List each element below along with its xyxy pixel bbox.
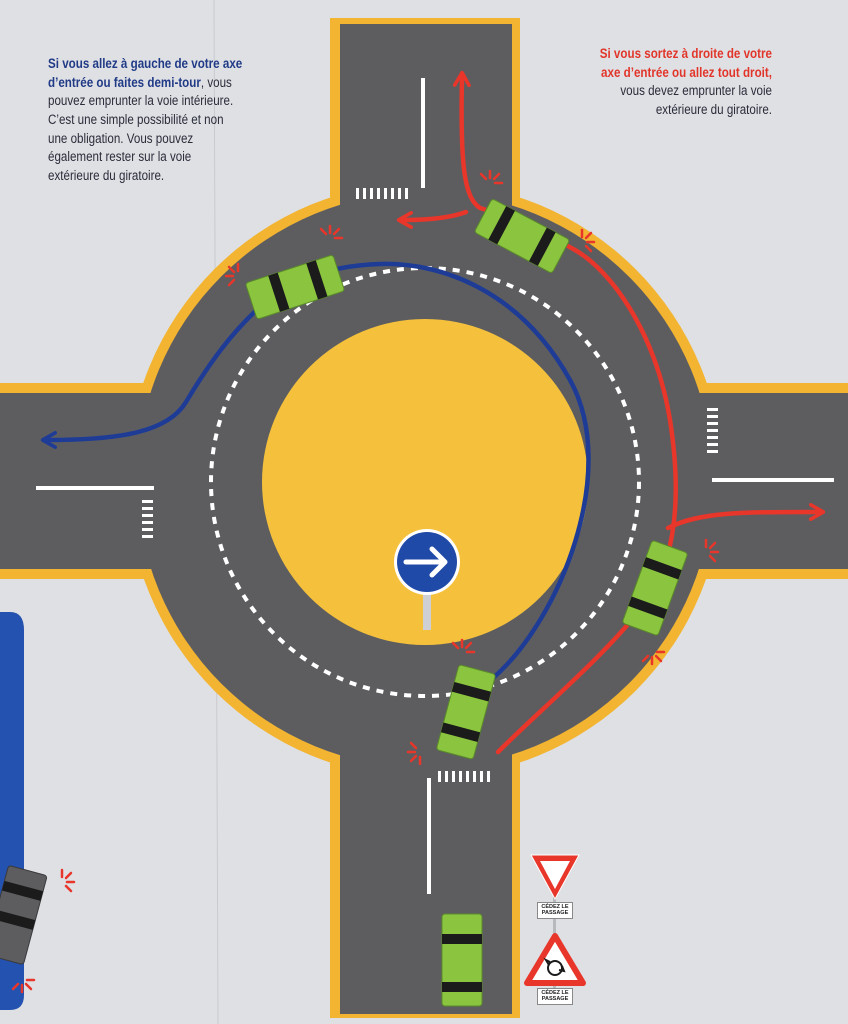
- roundabout-arrows-icon: [543, 957, 566, 976]
- car-bottom: [436, 664, 496, 760]
- inner-lane-caption-highlight: Si vous allez à gauche de votre axe d’en…: [48, 56, 243, 90]
- car-left-edge: [0, 865, 48, 965]
- outer-lane-caption-text: vous devez emprunter la voie extérieure …: [620, 83, 772, 117]
- outer-lane-caption: Si vous sortez à droite de votre axe d’e…: [591, 45, 772, 120]
- arrow-right-icon: [403, 546, 448, 578]
- turn-signal-blinkers: [11, 169, 720, 994]
- road-markings: [36, 78, 834, 894]
- inner-lane-caption: Si vous allez à gauche de votre axe d’en…: [48, 55, 246, 185]
- outer-lane-caption-highlight: Si vous sortez à droite de votre axe d’e…: [599, 46, 772, 80]
- inner-lane-path-left: [40, 261, 591, 681]
- car-right: [622, 540, 688, 636]
- car-top-left: [245, 254, 345, 320]
- roundabout-sign-plate: CÉDEZ LE PASSAGE: [537, 988, 573, 1005]
- car-entering-bottom: [441, 913, 483, 1007]
- outer-lane-exit-right: [665, 503, 826, 531]
- outer-lane-path: [452, 70, 679, 755]
- outer-lane-exit-left-top: [396, 209, 469, 229]
- roundabout-warning-sign: [524, 933, 586, 986]
- central-island: [262, 319, 588, 645]
- bottom-pedestrian-crossing: [438, 771, 490, 782]
- inner-lane-caption-text: , vous pouvez emprunter la voie intérieu…: [48, 74, 234, 183]
- direction-sign: [394, 529, 460, 630]
- car-top-right: [474, 199, 570, 273]
- top-pedestrian-crossing: [356, 188, 408, 199]
- right-pedestrian-crossing: [707, 408, 718, 453]
- left-pedestrian-crossing: [142, 500, 153, 538]
- yield-sign-plate: CÉDEZ LE PASSAGE: [537, 902, 573, 919]
